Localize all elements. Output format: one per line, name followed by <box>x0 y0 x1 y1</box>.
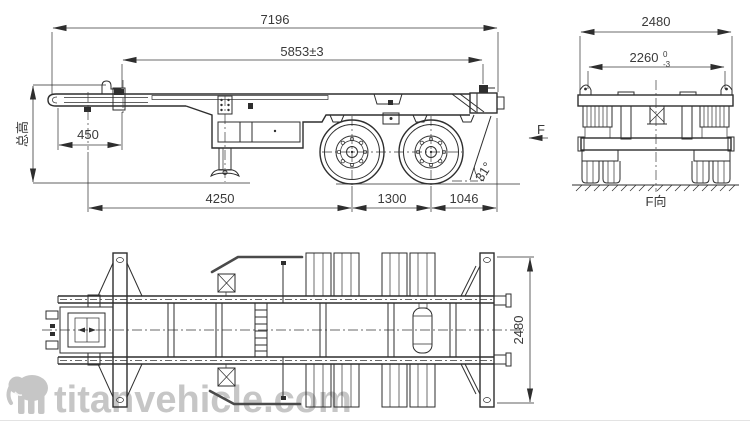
ground-hatching <box>575 184 736 192</box>
elephant-logo-icon <box>6 375 48 414</box>
dim-frame-length: 5853±3 <box>280 44 323 59</box>
plan-view: 2480 <box>42 252 534 408</box>
dim-tolerance-lower: -3 <box>663 60 671 69</box>
rear-view: 2480 2260 0 -3 <box>572 14 739 209</box>
view-direction-arrow: F <box>528 122 548 142</box>
dim-overall-width: 2480 <box>642 14 671 29</box>
rear-view-caption: F向 <box>646 194 667 209</box>
dim-plan-overall-width: 2480 <box>511 316 526 345</box>
side-view: 7196 5853±3 总高 450 <box>15 12 548 212</box>
watermark: titanvehicle.com <box>6 375 352 421</box>
dim-total-height-label: 总高 <box>15 121 30 147</box>
dim-overall-length: 7196 <box>261 12 290 27</box>
dim-rear-overhang: 1046 <box>450 191 479 206</box>
dim-twistlock-width: 2260 <box>630 50 659 65</box>
support-cross-member <box>254 303 268 357</box>
air-tank <box>412 302 433 354</box>
dim-axle-spacing: 1300 <box>378 191 407 206</box>
watermark-text: titanvehicle.com <box>54 379 352 421</box>
tires-plan <box>305 252 436 408</box>
view-direction-label: F <box>537 122 545 137</box>
dim-tolerance-upper: 0 <box>663 50 668 59</box>
landing-gear-mounts <box>217 273 236 387</box>
dim-front-to-axle1: 4250 <box>206 191 235 206</box>
cross-members <box>167 303 457 357</box>
